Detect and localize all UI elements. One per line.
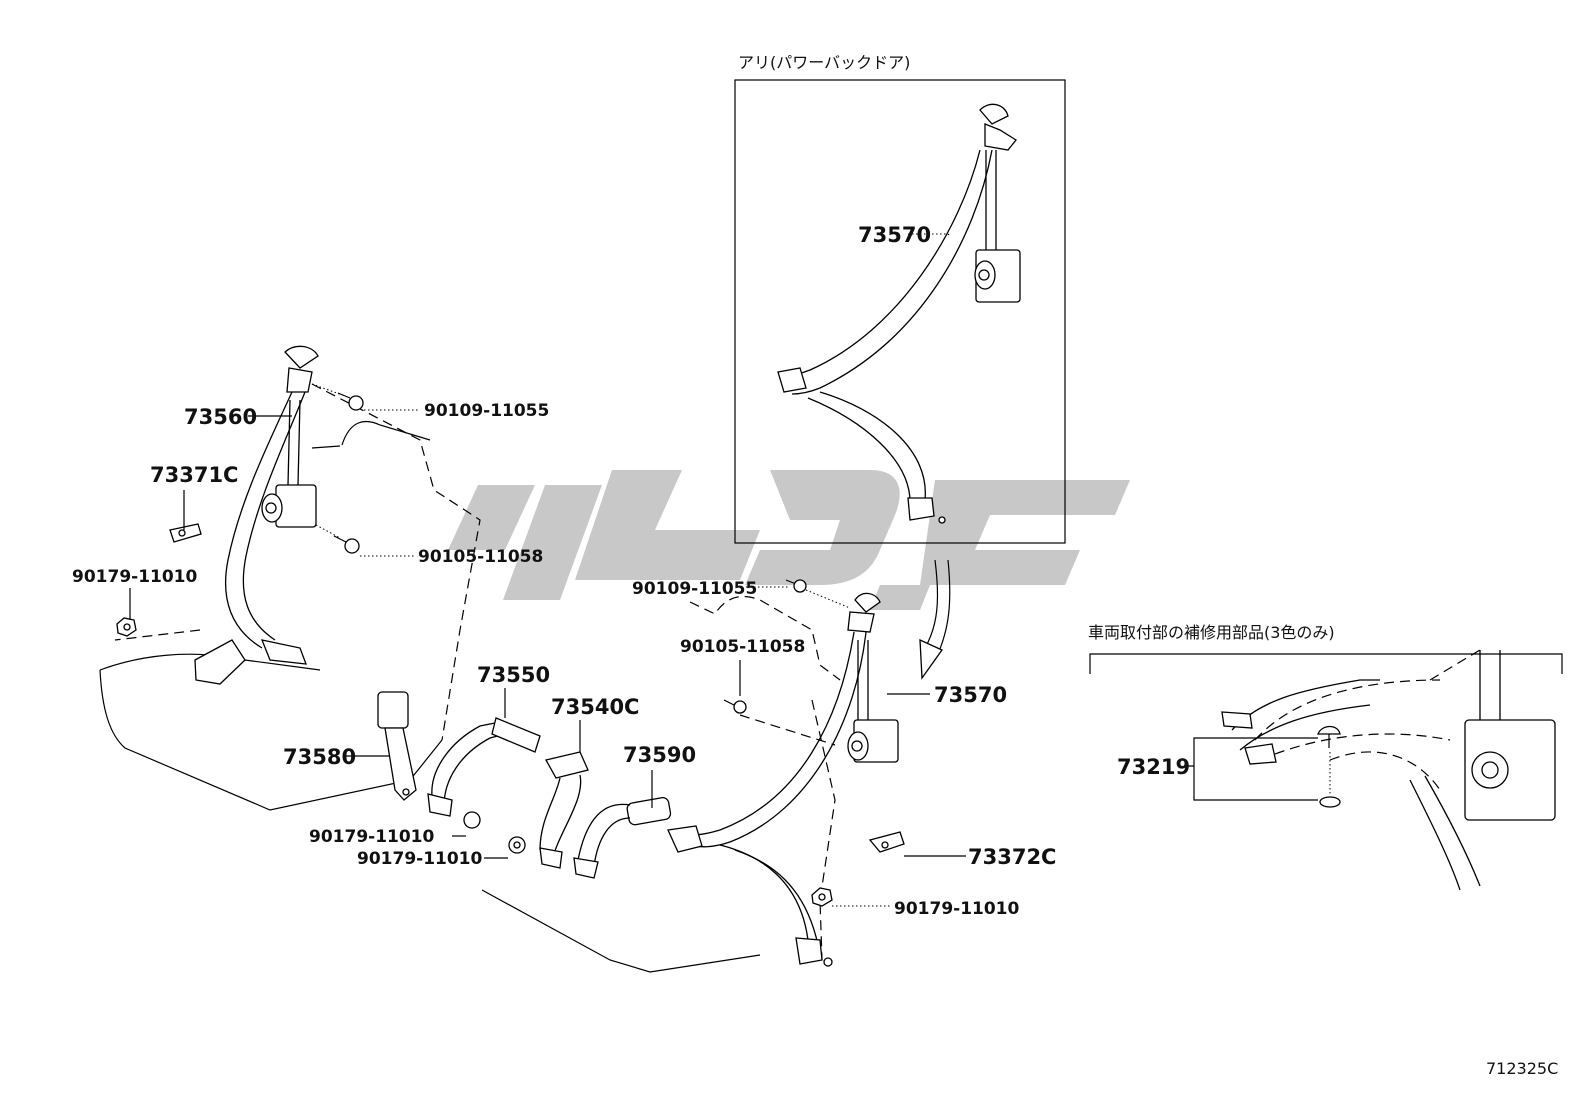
bolt-90109-left bbox=[311, 383, 364, 411]
clip-73372c bbox=[868, 831, 905, 853]
part-number-90179-11010-center-b[interactable]: 90179-11010 bbox=[357, 849, 483, 869]
buckle-73540c bbox=[539, 751, 589, 869]
buckle-73590 bbox=[573, 797, 672, 879]
buckle-73580 bbox=[377, 691, 417, 801]
part-number-73219[interactable]: 73219 bbox=[1117, 755, 1190, 779]
part-number-73550[interactable]: 73550 bbox=[477, 663, 550, 687]
note-power-back-door: アリ(パワーバックドア) bbox=[738, 53, 910, 72]
belt-73550 bbox=[427, 717, 541, 829]
part-number-73371c[interactable]: 73371C bbox=[150, 463, 238, 487]
part-number-90105-11058-left[interactable]: 90105-11058 bbox=[418, 547, 543, 567]
belt-assembly-73570 bbox=[667, 592, 899, 967]
part-number-90105-11058-right[interactable]: 90105-11058 bbox=[680, 637, 805, 657]
part-number-90109-11055-left[interactable]: 90109-11055 bbox=[424, 401, 549, 421]
leader-lines bbox=[129, 233, 1318, 907]
part-number-73540c[interactable]: 73540C bbox=[551, 695, 639, 719]
arrow-down bbox=[919, 559, 951, 680]
part-number-90179-11010-right[interactable]: 90179-11010 bbox=[894, 899, 1020, 919]
nut-90179-center bbox=[508, 836, 526, 854]
power-back-door-box bbox=[734, 79, 1066, 544]
figure-code: 712325C bbox=[1486, 1059, 1558, 1078]
part-number-73590[interactable]: 73590 bbox=[623, 743, 696, 767]
repair-parts-bracket bbox=[1089, 649, 1563, 891]
nut-90179-left bbox=[116, 617, 137, 637]
clip-73371c bbox=[169, 523, 202, 543]
nut-90179-right bbox=[811, 887, 833, 907]
note-repair-parts: 車両取付部の補修用部品(3色のみ) bbox=[1088, 623, 1335, 642]
part-number-73570-box[interactable]: 73570 bbox=[858, 223, 931, 247]
part-number-90109-11055-right[interactable]: 90109-11055 bbox=[632, 579, 757, 599]
part-number-90179-11010-center-a[interactable]: 90179-11010 bbox=[309, 827, 435, 847]
bolt-90105-left bbox=[315, 524, 360, 554]
part-number-73560[interactable]: 73560 bbox=[184, 405, 257, 429]
part-number-73372c[interactable]: 73372C bbox=[968, 845, 1056, 869]
part-number-90179-11010-left[interactable]: 90179-11010 bbox=[72, 567, 198, 587]
bolt-90105-right bbox=[723, 699, 747, 714]
watermark-logo bbox=[448, 470, 1130, 610]
belt-assembly-73560 bbox=[194, 345, 319, 685]
part-number-73580[interactable]: 73580 bbox=[283, 745, 356, 769]
bolt-90109-right bbox=[785, 579, 851, 609]
part-number-73570[interactable]: 73570 bbox=[934, 683, 1007, 707]
